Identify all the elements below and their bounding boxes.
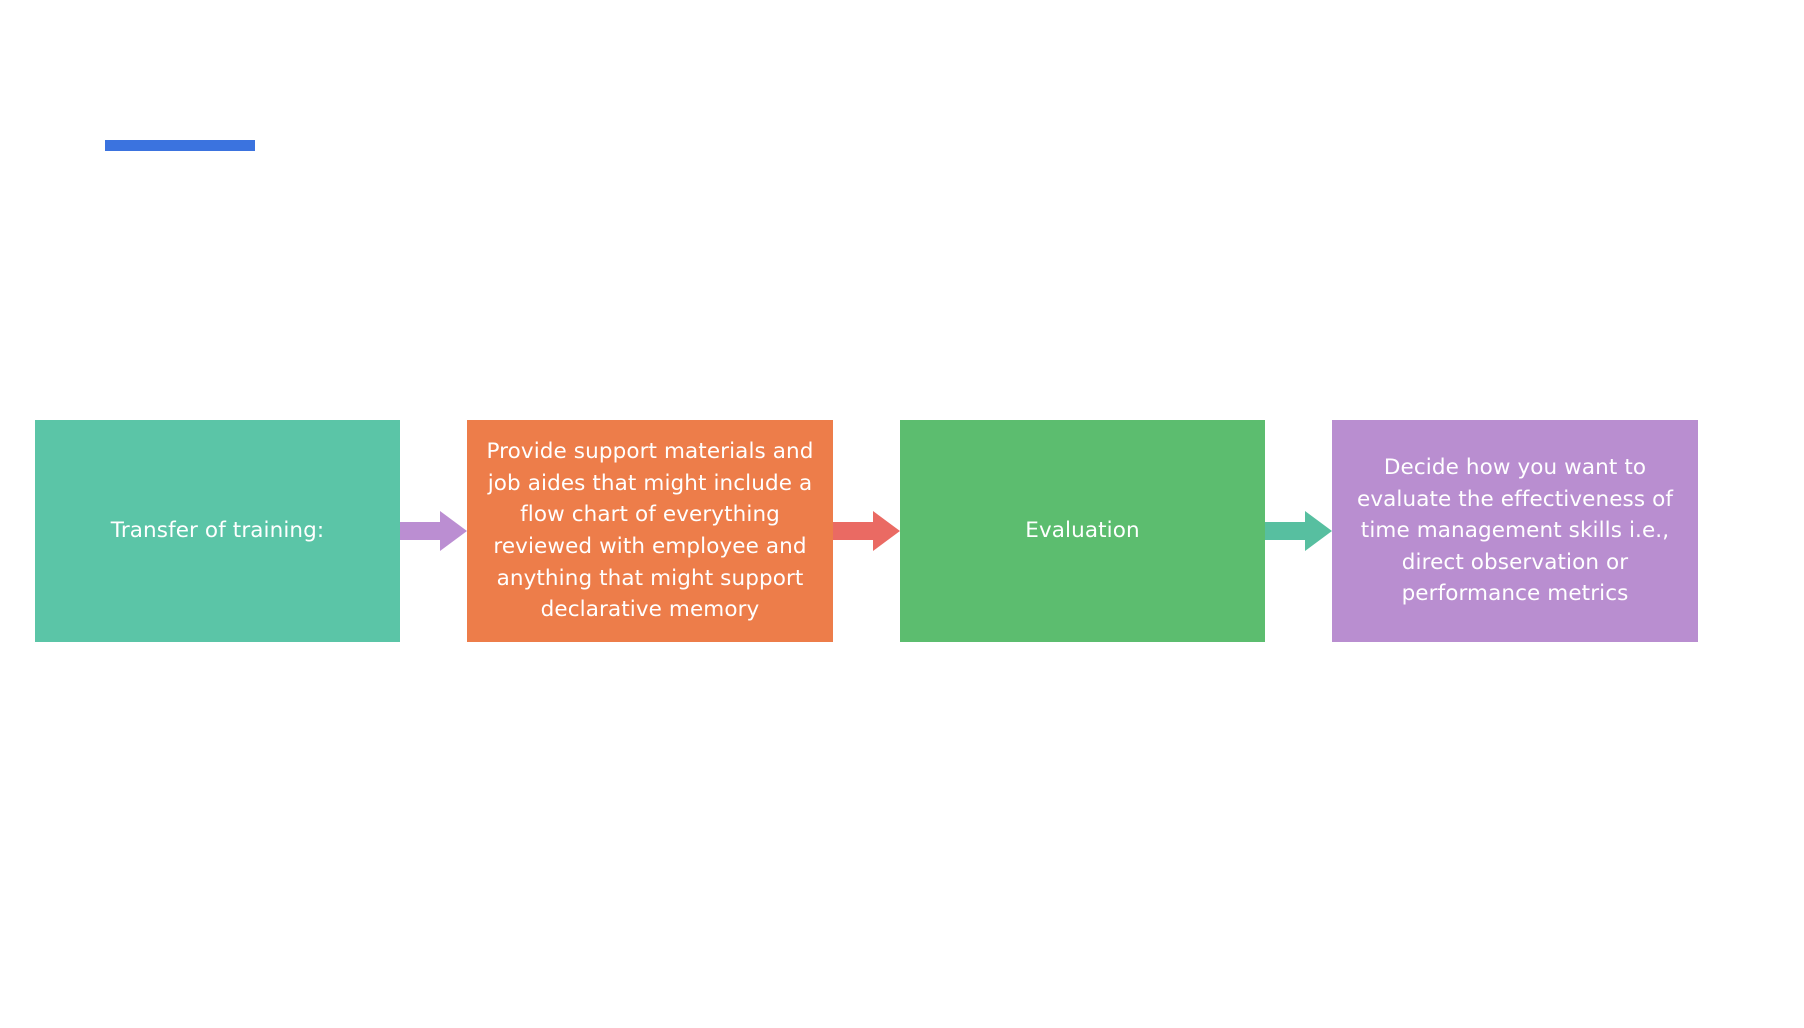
flow-node-label: Transfer of training: bbox=[110, 518, 325, 544]
flow-node-support-materials[interactable]: Provide support materials and job aides … bbox=[467, 420, 833, 642]
flow-node-decide-evaluation-method[interactable]: Decide how you want to evaluate the effe… bbox=[1332, 420, 1698, 642]
arrow-head bbox=[440, 511, 467, 551]
arrow-head bbox=[1305, 511, 1332, 551]
flow-node-label: Provide support materials and job aides … bbox=[486, 439, 814, 623]
flow-node-transfer-of-training[interactable]: Transfer of training: bbox=[35, 420, 400, 642]
flow-node-evaluation[interactable]: Evaluation bbox=[900, 420, 1265, 642]
accent-bar bbox=[105, 140, 255, 151]
arrow-shaft bbox=[400, 522, 442, 540]
process-flow-row: Transfer of training: Provide support ma… bbox=[0, 420, 1804, 642]
arrow-right-icon-1 bbox=[400, 511, 467, 551]
arrow-right-icon-2 bbox=[833, 511, 900, 551]
arrow-head bbox=[873, 511, 900, 551]
arrow-right-icon-3 bbox=[1265, 511, 1332, 551]
flow-node-label: Decide how you want to evaluate the effe… bbox=[1357, 455, 1673, 607]
arrow-shaft bbox=[1265, 522, 1307, 540]
arrow-shaft bbox=[833, 522, 875, 540]
flow-node-label: Evaluation bbox=[1025, 518, 1140, 544]
